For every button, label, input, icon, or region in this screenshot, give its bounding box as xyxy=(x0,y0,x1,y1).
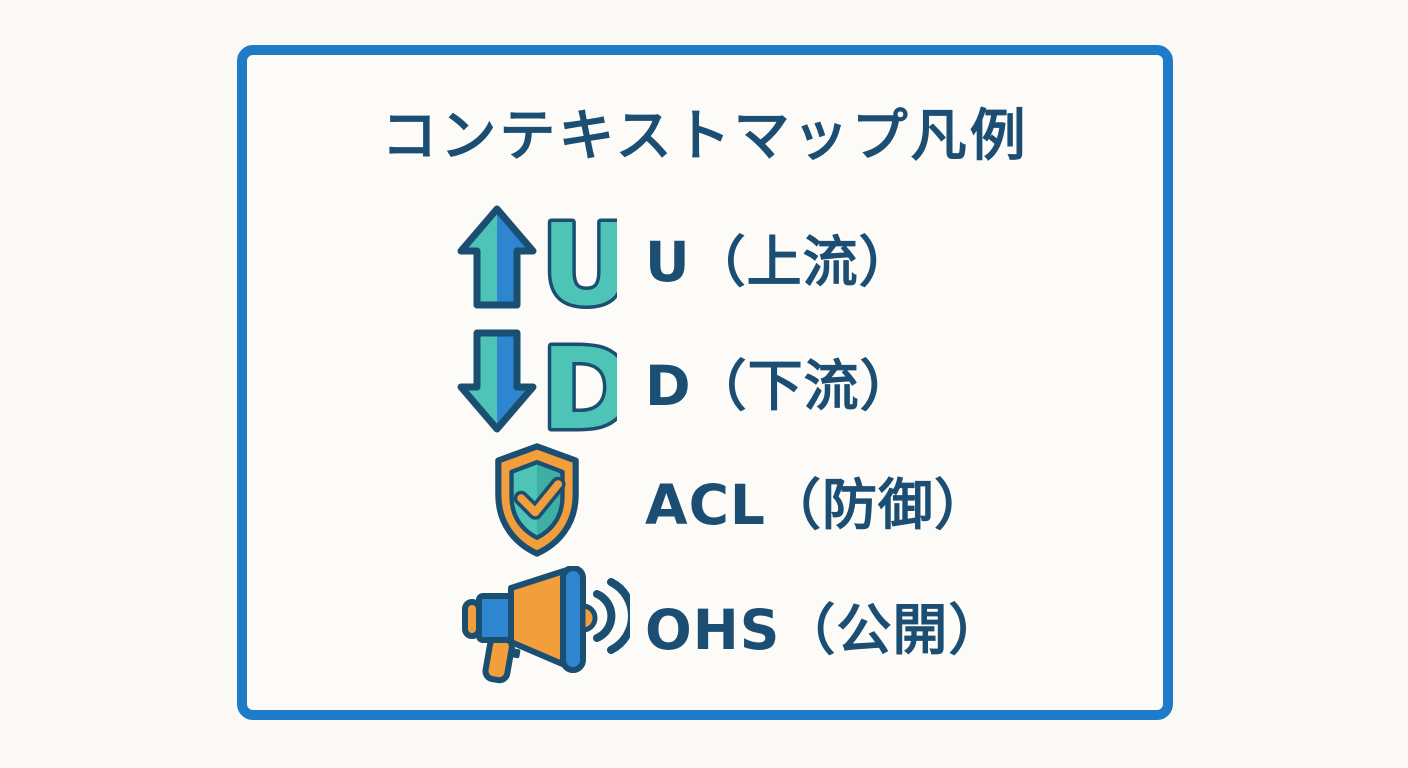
ohs-label: OHS（公開） xyxy=(645,598,1005,662)
megaphone-rear-box xyxy=(475,593,514,643)
legend-row-acl: ACL（防御） xyxy=(247,442,1163,558)
megaphone-rim xyxy=(559,566,586,673)
legend-row-ohs: OHS（公開） xyxy=(247,566,1163,684)
check-icon xyxy=(513,476,566,520)
downstream-icon-slot: D xyxy=(422,323,652,439)
down-arrow-icon xyxy=(457,329,537,433)
upstream-icon-slot: U xyxy=(422,199,652,315)
letter-d-glyph: D xyxy=(541,329,617,433)
legend-box: コンテキストマップ凡例 U U（上流） xyxy=(237,45,1173,720)
megaphone-handle xyxy=(481,634,520,684)
down-arrow-d-icon: D xyxy=(457,329,617,433)
up-arrow-icon xyxy=(457,205,537,309)
page-title: コンテキストマップ凡例 xyxy=(381,104,1029,169)
up-arrow-u-icon: U xyxy=(457,205,617,309)
acl-label: ACL（防御） xyxy=(645,473,990,537)
acl-icon-slot xyxy=(422,442,652,558)
legend-row-upstream: U U（上流） xyxy=(247,199,1163,315)
legend-row-downstream: D D（下流） xyxy=(247,323,1163,439)
downstream-label: D（下流） xyxy=(645,354,916,418)
letter-u-glyph: U xyxy=(541,205,617,309)
megaphone-bump xyxy=(580,603,597,633)
upstream-label: U（上流） xyxy=(645,230,915,294)
megaphone-icon xyxy=(461,566,630,684)
ohs-icon-slot xyxy=(422,566,652,684)
shield-check-icon xyxy=(495,443,579,557)
sound-waves-icon xyxy=(592,578,630,654)
